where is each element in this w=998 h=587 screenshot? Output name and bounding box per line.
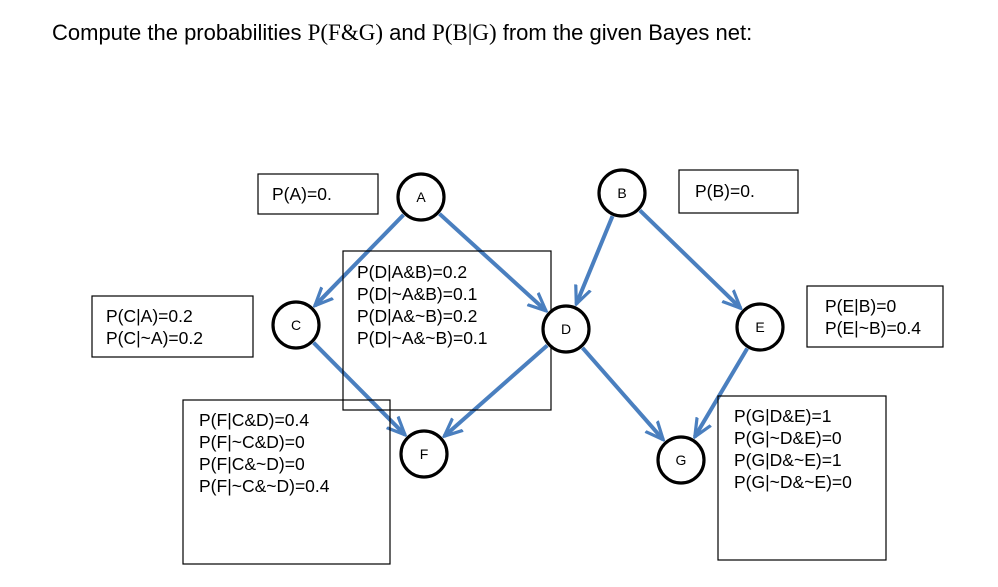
cpt-box-border [257, 173, 379, 215]
cpt-box-border [182, 399, 391, 565]
edge-c-to-f [312, 341, 405, 435]
node-circle [396, 172, 446, 222]
edge-a-to-d [438, 212, 547, 311]
node-circle [271, 300, 321, 350]
cpt-box-e: P(E|B)=0P(E|~B)=0.4 [806, 285, 944, 348]
node-g: G [656, 435, 706, 485]
question-suffix: from the given Bayes net: [496, 20, 753, 45]
cpt-line: P(G|D&~E)=1 [734, 450, 842, 470]
edge-e-to-g [695, 347, 749, 437]
node-label: E [755, 319, 764, 335]
cpt-box-a: P(A)=0. [257, 173, 379, 215]
node-label: G [676, 452, 687, 468]
node-circle [541, 304, 591, 354]
cpt-line: P(C|A)=0.2 [106, 306, 193, 326]
cpt-box-d: P(D|A&B)=0.2P(D|~A&B)=0.1P(D|A&~B)=0.2P(… [342, 250, 552, 411]
cpt-box-border [91, 295, 254, 358]
cpt-line: P(E|B)=0 [825, 296, 896, 316]
cpt-line: P(D|~A&~B)=0.1 [357, 328, 488, 348]
cpt-line: P(D|~A&B)=0.1 [357, 284, 477, 304]
cpt-line: P(G|D&E)=1 [734, 406, 831, 426]
cpt-box-c: P(C|A)=0.2P(C|~A)=0.2 [91, 295, 254, 358]
cpt-line: P(F|C&~D)=0 [199, 454, 305, 474]
nodes-layer: A B C D E F G [271, 168, 785, 485]
cpt-line: P(C|~A)=0.2 [106, 328, 203, 348]
node-label: A [416, 189, 426, 205]
cpt-line: P(D|A&~B)=0.2 [357, 306, 477, 326]
cpt-line: P(F|C&D)=0.4 [199, 410, 309, 430]
edge-d-to-g [580, 346, 664, 440]
edge-b-to-d [576, 215, 615, 304]
node-label: F [420, 446, 429, 462]
cpt-box-border [806, 285, 944, 348]
node-b: B [597, 168, 647, 218]
node-d: D [541, 304, 591, 354]
node-circle [597, 168, 647, 218]
question-text: Compute the probabilities P(F&G) and P(B… [52, 20, 752, 46]
node-f: F [399, 429, 449, 479]
node-label: B [617, 185, 626, 201]
question-prefix: Compute the probabilities [52, 20, 308, 45]
cpt-line: P(F|~C&~D)=0.4 [199, 476, 330, 496]
node-circle [656, 435, 706, 485]
cpt-box-f: P(F|C&D)=0.4P(F|~C&D)=0P(F|C&~D)=0P(F|~C… [182, 399, 391, 565]
edge-d-to-f [444, 343, 549, 437]
node-e: E [735, 302, 785, 352]
node-circle [399, 429, 449, 479]
cpt-line: P(E|~B)=0.4 [825, 318, 921, 338]
edge-a-to-c [315, 213, 405, 306]
cpt-box-border [717, 395, 887, 561]
edge-b-to-e [638, 208, 741, 308]
cpt-line: P(D|A&B)=0.2 [357, 262, 467, 282]
question-expr-b-given-g: P(B|G) [431, 20, 497, 45]
node-a: A [396, 172, 446, 222]
cpt-box-border [678, 169, 799, 214]
edges-layer [312, 208, 749, 440]
question-middle: and [383, 20, 432, 45]
cpt-line: P(F|~C&D)=0 [199, 432, 305, 452]
cpt-line: P(B)=0. [695, 181, 755, 201]
cpt-box-g: P(G|D&E)=1P(G|~D&E)=0P(G|D&~E)=1P(G|~D&~… [717, 395, 887, 561]
cpt-line: P(G|~D&~E)=0 [734, 472, 852, 492]
node-c: C [271, 300, 321, 350]
node-label: D [561, 321, 571, 337]
cpt-boxes-layer: P(A)=0. P(B)=0. P(C|A)=0.2P(C|~A)=0.2 P(D|A… [91, 169, 944, 565]
node-label: C [291, 317, 301, 333]
node-circle [735, 302, 785, 352]
question-expr-f-and-g: P(F&G) [307, 20, 383, 45]
cpt-line: P(G|~D&E)=0 [734, 428, 842, 448]
cpt-line: P(A)=0. [272, 184, 332, 204]
cpt-box-b: P(B)=0. [678, 169, 799, 214]
